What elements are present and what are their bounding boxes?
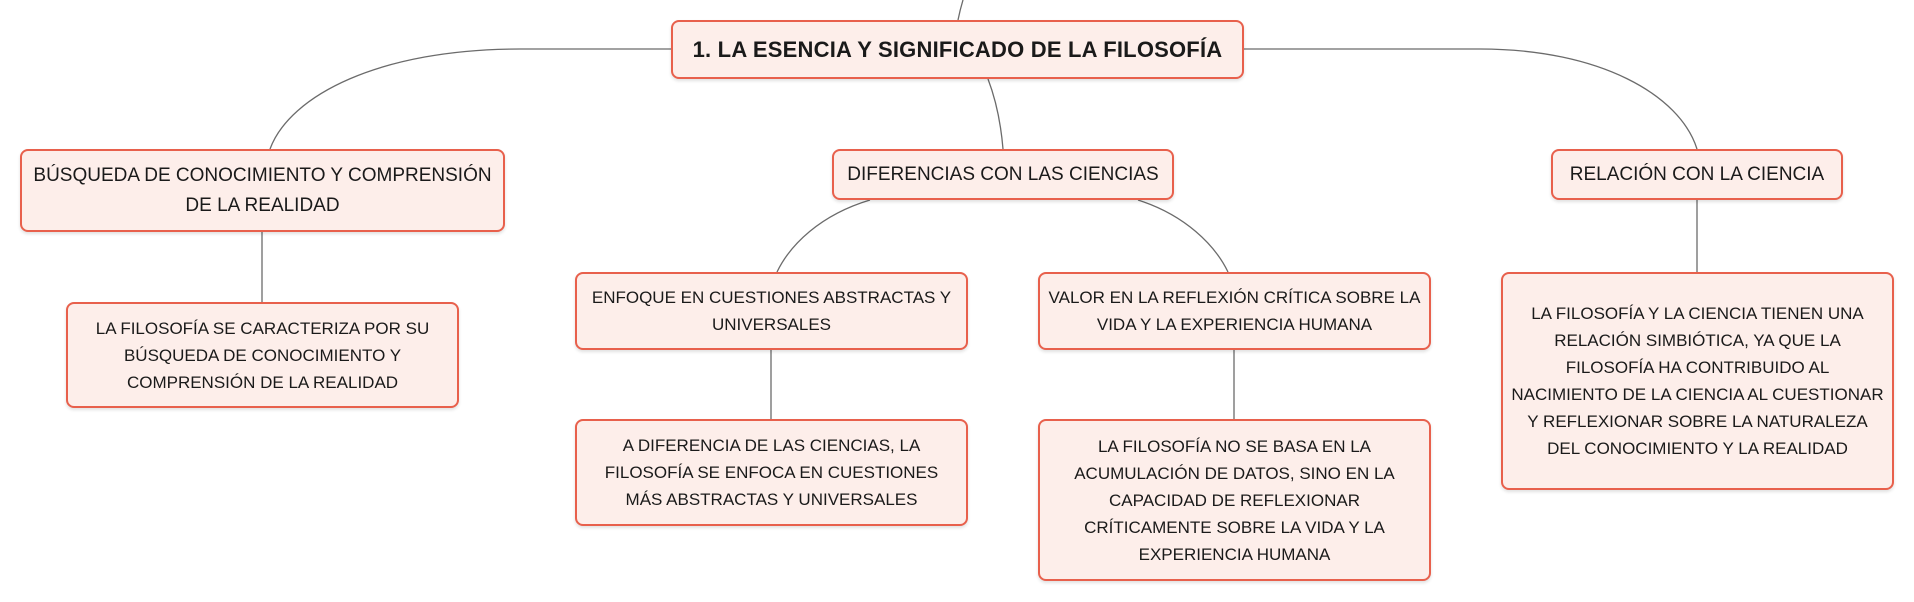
- subtopic-enfoque-detalle[interactable]: A DIFERENCIA DE LAS CIENCIAS, LA FILOSOF…: [575, 419, 968, 526]
- subtopic-valor-detalle[interactable]: LA FILOSOFÍA NO SE BASA EN LA ACUMULACIÓ…: [1038, 419, 1431, 581]
- topic-diferencias-ciencias[interactable]: DIFERENCIAS CON LAS CIENCIAS: [832, 149, 1174, 200]
- subtopic-label: LA FILOSOFÍA Y LA CIENCIA TIENEN UNA REL…: [1511, 304, 1884, 458]
- subtopic-busqueda-detalle[interactable]: LA FILOSOFÍA SE CARACTERIZA POR SU BÚSQU…: [66, 302, 459, 408]
- connector-root-diferencias: [987, 78, 1004, 150]
- topic-label: DIFERENCIAS CON LAS CIENCIAS: [847, 163, 1159, 185]
- subtopic-valor-reflexion[interactable]: VALOR EN LA REFLEXIÓN CRÍTICA SOBRE LA V…: [1038, 272, 1431, 350]
- topic-relacion-ciencia[interactable]: RELACIÓN CON LA CIENCIA: [1551, 149, 1843, 200]
- topic-label: RELACIÓN CON LA CIENCIA: [1569, 163, 1825, 185]
- connector-diferencias-enfoque: [776, 199, 871, 273]
- subtopic-label: LA FILOSOFÍA NO SE BASA EN LA ACUMULACIÓ…: [1074, 436, 1395, 564]
- connector-root-busqueda: [269, 48, 671, 150]
- subtopic-enfoque-abstractas[interactable]: ENFOQUE EN CUESTIONES ABSTRACTAS Y UNIVE…: [575, 272, 968, 350]
- subtopic-relacion-detalle[interactable]: LA FILOSOFÍA Y LA CIENCIA TIENEN UNA REL…: [1501, 272, 1894, 490]
- connector-root-relacion: [1244, 48, 1698, 150]
- subtopic-label: ENFOQUE EN CUESTIONES ABSTRACTAS Y UNIVE…: [591, 288, 952, 334]
- topic-busqueda-conocimiento[interactable]: BÚSQUEDA DE CONOCIMIENTO Y COMPRENSIÓN D…: [20, 149, 505, 232]
- connector-diferencias-valor: [1137, 199, 1229, 273]
- subtopic-label: LA FILOSOFÍA SE CARACTERIZA POR SU BÚSQU…: [95, 318, 430, 392]
- connector-parent-root: [957, 0, 964, 21]
- subtopic-label: VALOR EN LA REFLEXIÓN CRÍTICA SOBRE LA V…: [1048, 288, 1421, 334]
- root-topic-label: 1. LA ESENCIA Y SIGNIFICADO DE LA FILOSO…: [692, 36, 1223, 62]
- subtopic-label: A DIFERENCIA DE LAS CIENCIAS, LA FILOSOF…: [604, 436, 939, 509]
- root-topic-node[interactable]: 1. LA ESENCIA Y SIGNIFICADO DE LA FILOSO…: [671, 20, 1244, 79]
- topic-label: BÚSQUEDA DE CONOCIMIENTO Y COMPRENSIÓN D…: [33, 164, 492, 216]
